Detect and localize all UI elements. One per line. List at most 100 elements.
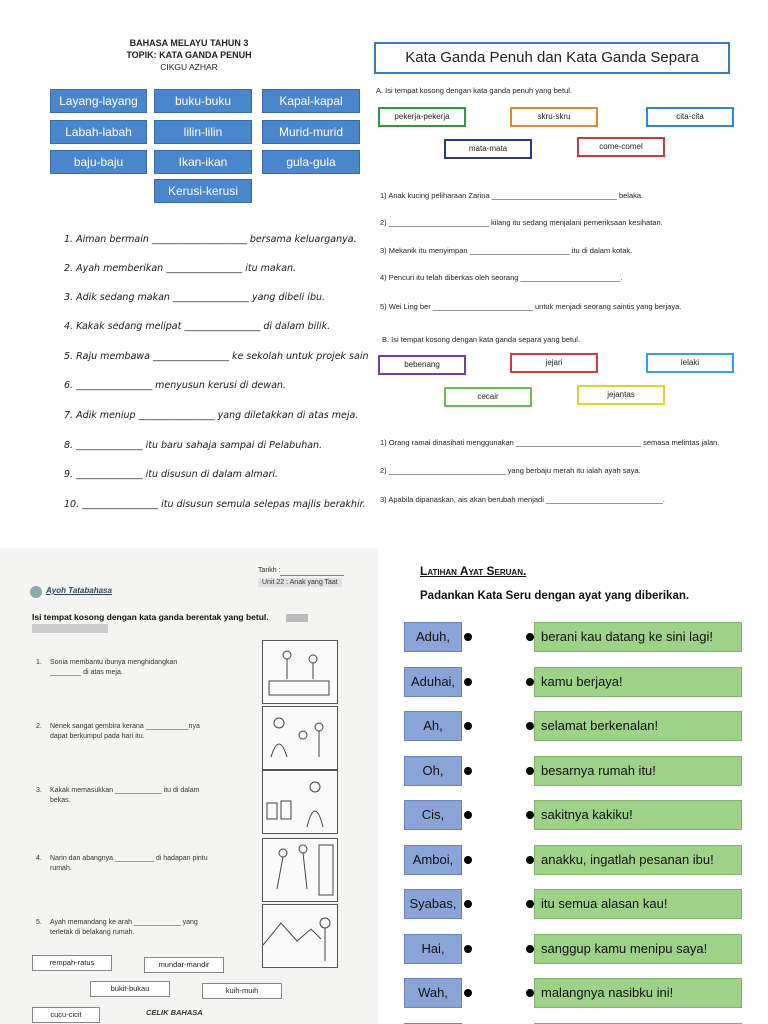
book-icon xyxy=(30,586,42,598)
question-a: 4) Pencuri itu telah diberkas oleh seora… xyxy=(380,273,623,282)
kata-seru[interactable]: Amboi, xyxy=(404,844,462,875)
ayat-option[interactable]: sanggup kamu menipu saya! xyxy=(534,933,742,964)
kata-seru[interactable]: Wah, xyxy=(404,978,462,1008)
section-a-instruction: A. Isi tempat kosong dengan kata ganda p… xyxy=(376,86,572,95)
question-number: 4. xyxy=(36,855,42,862)
match-dot-left[interactable] xyxy=(464,633,472,641)
brothers-door-illustration xyxy=(262,838,338,902)
tarikh-line xyxy=(280,574,344,576)
match-dot-right[interactable] xyxy=(526,811,534,819)
ayat-option[interactable]: anakku, ingatlah pesanan ibu! xyxy=(534,844,742,875)
question-text: dapat berkumpul pada hari itu. xyxy=(50,733,145,740)
ayat-option[interactable]: berani kau datang ke sini lagi! xyxy=(534,622,742,652)
unit-label: Unit 22 : Anak yang Taat xyxy=(258,578,342,587)
worksheet-kata-ganda-penuh: BAHASA MELAYU TAHUN 3 TOPIK: KATA GANDA … xyxy=(0,0,378,528)
question-line: 5. Raju membawa ________________ ke seko… xyxy=(64,351,377,362)
progress-strip xyxy=(32,624,108,633)
worksheet-title: Latihan Ayat Seruan. xyxy=(420,564,527,578)
question-text: rumah. xyxy=(50,865,72,872)
ayat-option[interactable]: sakitnya kakiku! xyxy=(534,800,742,830)
instruction: Padankan Kata Seru dengan ayat yang dibe… xyxy=(420,590,690,602)
question-line: 6. ________________ menyusun kerusi di d… xyxy=(64,380,286,391)
word-box: Kerusi-kerusi xyxy=(154,179,252,203)
kata-seru[interactable]: Hai, xyxy=(404,933,462,964)
question-number: 2. xyxy=(36,723,42,730)
match-dot-left[interactable] xyxy=(464,989,472,997)
match-dot-left[interactable] xyxy=(464,811,472,819)
worksheet-header-line2: TOPIK: KATA GANDA PENUH xyxy=(126,50,252,60)
match-dot-left[interactable] xyxy=(464,944,472,953)
match-dot-left[interactable] xyxy=(464,900,472,908)
question-text: Kakak memasukkan ____________ itu di dal… xyxy=(50,787,200,794)
match-dot-right[interactable] xyxy=(526,989,534,997)
ayat-option[interactable]: besarnya rumah itu! xyxy=(534,755,742,786)
question-b: 2) ____________________________ yang ber… xyxy=(380,466,641,475)
question-line: 8. ______________ itu baru sahaja sampai… xyxy=(64,440,323,451)
section-logo: Ayoh Tatabahasa xyxy=(46,586,112,595)
word-box-b: bebenang xyxy=(378,355,466,375)
word-label: cucu-cicit xyxy=(32,1007,100,1023)
ayat-option[interactable] xyxy=(534,1022,742,1024)
father-hills-illustration xyxy=(262,904,338,968)
match-dot-left[interactable] xyxy=(464,855,472,864)
match-dot-right[interactable] xyxy=(526,900,534,908)
question-number: 5. xyxy=(36,919,42,926)
match-dot-right[interactable] xyxy=(526,722,534,730)
word-box-a: pekerja-pekerja xyxy=(378,107,466,127)
word-box: gula-gula xyxy=(262,150,360,174)
question-number: 3. xyxy=(36,787,42,794)
instruction: Isi tempat kosong dengan kata ganda bere… xyxy=(32,612,269,622)
ayat-option[interactable]: selamat berkenalan! xyxy=(534,711,742,741)
question-a: 3) Mekanik itu menyimpan _______________… xyxy=(380,246,633,255)
question-a: 2) ________________________ kilang itu s… xyxy=(380,218,663,227)
question-a: 1) Anak kucing peliharaan Zarina _______… xyxy=(380,191,644,200)
word-box-b: jejantas xyxy=(577,385,665,405)
match-dot-right[interactable] xyxy=(526,677,534,686)
kata-seru[interactable]: Cis, xyxy=(404,800,462,830)
match-dot-right[interactable] xyxy=(526,855,534,864)
ayat-option[interactable]: itu semua alasan kau! xyxy=(534,889,742,919)
question-line: 10. ________________ itu disusun semula … xyxy=(64,499,366,510)
kata-seru[interactable]: Aduhai, xyxy=(404,666,462,697)
question-b: 1) Orang ramai dinasihati menggunakan __… xyxy=(380,438,720,447)
word-box: lilin-lilin xyxy=(154,120,252,144)
word-box-a: cita-cita xyxy=(646,107,734,127)
kata-seru[interactable]: Aduh, xyxy=(404,622,462,652)
ayat-option[interactable]: malangnya nasibku ini! xyxy=(534,978,742,1008)
word-box: buku-buku xyxy=(154,89,252,113)
worksheet-title: Kata Ganda Penuh dan Kata Ganda Separa xyxy=(374,42,730,74)
kata-seru[interactable] xyxy=(404,1022,462,1024)
word-box: Labah-labah xyxy=(50,120,147,144)
word-box-a: come-comel xyxy=(577,137,665,157)
kata-seru[interactable]: Syabas, xyxy=(404,889,462,919)
word-box: Ikan-ikan xyxy=(154,150,252,174)
badge xyxy=(286,614,308,622)
match-dot-right[interactable] xyxy=(526,766,534,775)
question-number: 1. xyxy=(36,659,42,666)
kata-seru[interactable]: Ah, xyxy=(404,711,462,741)
question-text: Nenek sangat gembira kerana ___________n… xyxy=(50,723,200,730)
question-line: 7. Adik meniup ________________ yang dil… xyxy=(64,410,359,421)
word-box: baju-baju xyxy=(50,150,147,174)
question-line: 2. Ayah memberikan ________________ itu … xyxy=(64,263,297,274)
question-text: ________ di atas meja. xyxy=(50,669,123,676)
match-dot-left[interactable] xyxy=(464,677,472,686)
grandmother-family-illustration xyxy=(262,706,338,770)
match-dot-left[interactable] xyxy=(464,766,472,775)
worksheet-ayat-seruan: Latihan Ayat Seruan. Padankan Kata Seru … xyxy=(392,548,768,1024)
kata-seru[interactable]: Oh, xyxy=(404,755,462,786)
word-box: Kapal-kapal xyxy=(262,89,360,113)
question-a: 5) Wei Ling ber ________________________… xyxy=(380,302,682,311)
match-dot-right[interactable] xyxy=(526,633,534,641)
word-label: kuih-muih xyxy=(202,983,282,999)
worksheet-kata-ganda-berentak: Tarikh : Unit 22 : Anak yang Taat Ayoh T… xyxy=(0,548,378,1024)
word-box-a: mata-mata xyxy=(444,139,532,159)
worksheet-header-line1: BAHASA MELAYU TAHUN 3 xyxy=(129,38,249,48)
question-text: terletak di belakang rumah. xyxy=(50,929,135,936)
question-line: 3. Adik sedang makan ________________ ya… xyxy=(64,292,326,303)
word-box: Murid-murid xyxy=(262,120,360,144)
question-line: 1. Aiman bermain ____________________ be… xyxy=(64,234,357,245)
ayat-option[interactable]: kamu berjaya! xyxy=(534,666,742,697)
match-dot-right[interactable] xyxy=(526,944,534,953)
match-dot-left[interactable] xyxy=(464,722,472,730)
